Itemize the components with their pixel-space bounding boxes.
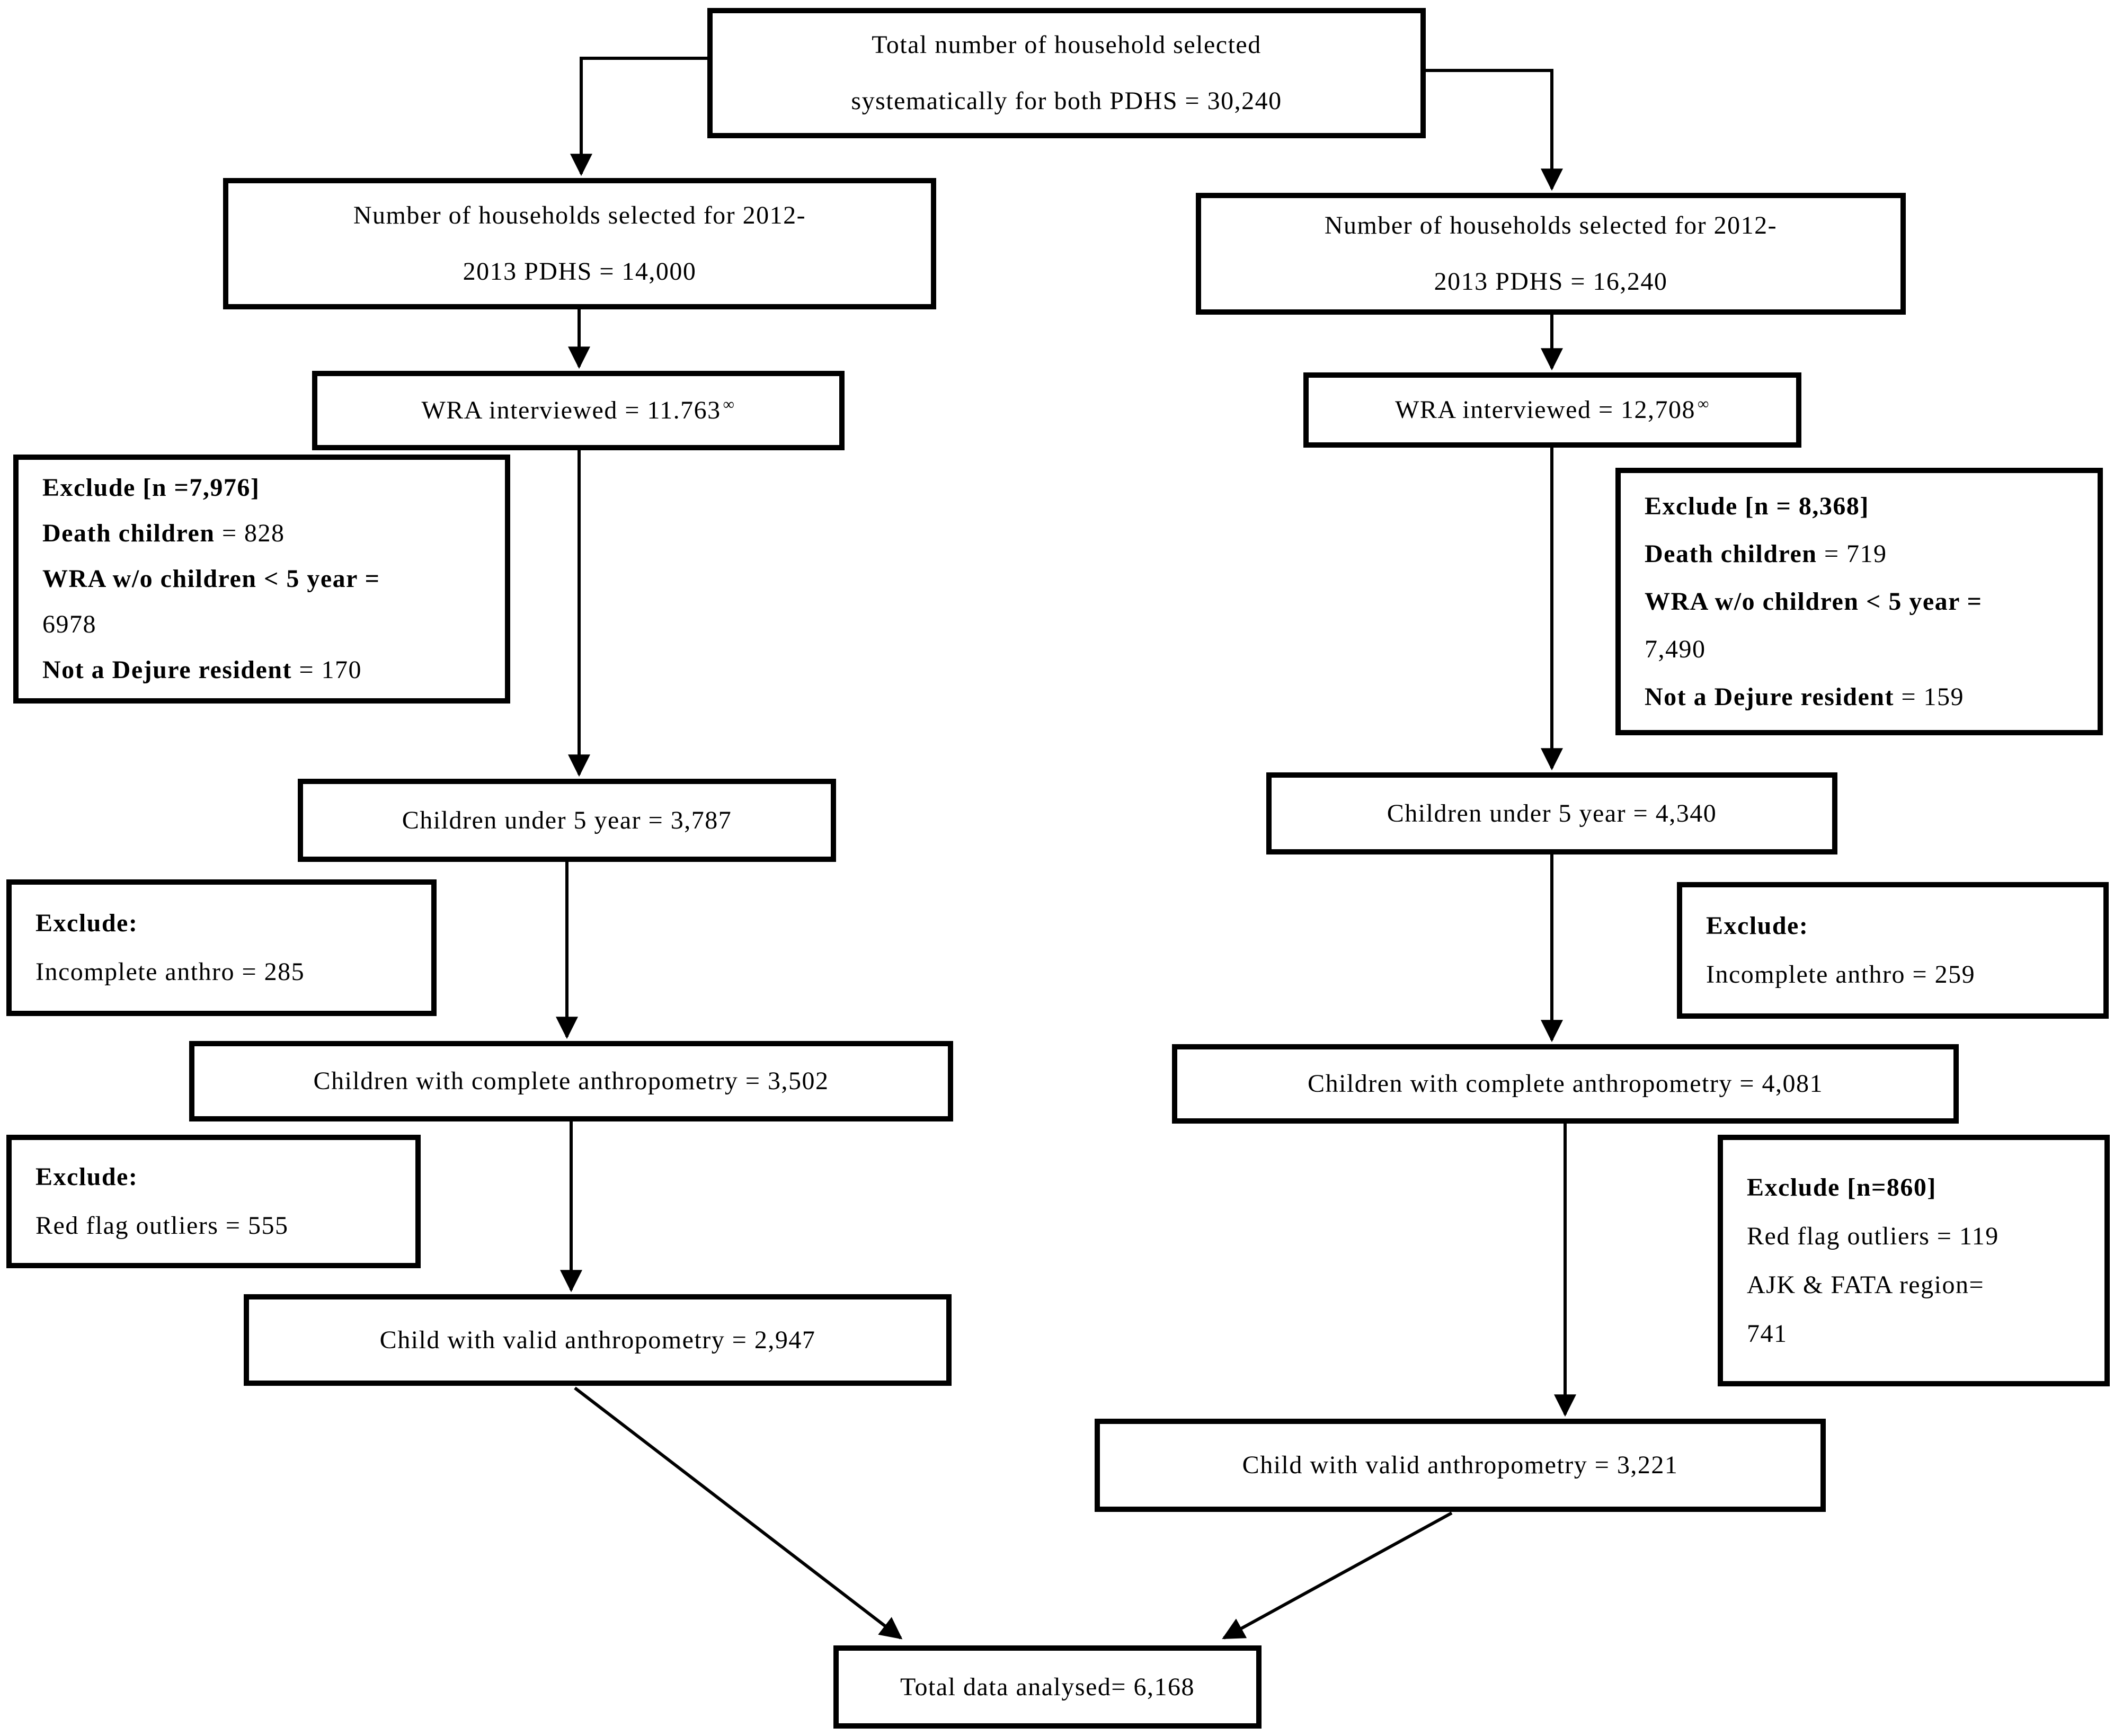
- box-line: Exclude [n = 8,368]: [1645, 492, 1869, 520]
- box-left-households-2012-2013: Number of households selected for 2012- …: [223, 178, 936, 309]
- box-line: Death children = 719: [1645, 539, 1887, 568]
- box-line: Number of households selected for 2012-: [353, 201, 806, 229]
- box-total-data-analysed: Total data analysed= 6,168: [833, 1645, 1262, 1729]
- box-line: systematically for both PDHS = 30,240: [851, 87, 1282, 115]
- box-right-exclude-wra: Exclude [n = 8,368] Death children = 719…: [1615, 468, 2103, 735]
- box-left-valid-anthropometry: Child with valid anthropometry = 2,947: [244, 1294, 952, 1386]
- box-right-exclude-red-flag-ajk-fata: Exclude [n=860] Red flag outliers = 119 …: [1718, 1135, 2110, 1386]
- box-line: WRA interviewed = 11.763∞: [421, 396, 735, 424]
- box-line: Children with complete anthropometry = 4…: [1308, 1070, 1823, 1098]
- box-line: Red flag outliers = 119: [1747, 1222, 1999, 1250]
- box-right-households-2012-2013: Number of households selected for 2012- …: [1196, 193, 1906, 315]
- arrow-left-valid-to-total: [574, 1386, 903, 1640]
- box-total-households-selected: Total number of household selected syste…: [707, 8, 1426, 138]
- box-line: Children with complete anthropometry = 3…: [313, 1067, 829, 1095]
- box-left-wra-interviewed: WRA interviewed = 11.763∞: [312, 371, 845, 450]
- box-right-valid-anthropometry: Child with valid anthropometry = 3,221: [1095, 1419, 1826, 1512]
- box-line: Children under 5 year = 4,340: [1387, 799, 1717, 827]
- box-left-exclude-incomplete-anthro: Exclude: Incomplete anthro = 285: [6, 879, 437, 1016]
- box-line: Death children = 828: [42, 519, 285, 547]
- infinity-superscript: ∞: [1698, 395, 1710, 413]
- box-line: Children under 5 year = 3,787: [402, 806, 732, 834]
- box-line: 2013 PDHS = 14,000: [463, 257, 697, 286]
- box-line: Exclude [n =7,976]: [42, 474, 260, 502]
- box-right-children-under-5: Children under 5 year = 4,340: [1266, 772, 1837, 854]
- box-line: 741: [1747, 1319, 1788, 1348]
- box-line: Exclude:: [35, 1163, 138, 1191]
- box-right-wra-interviewed: WRA interviewed = 12,708∞: [1303, 372, 1801, 448]
- box-line: Child with valid anthropometry = 3,221: [1242, 1451, 1678, 1479]
- arrow-right-valid-to-total: [1222, 1511, 1453, 1640]
- box-line: Total data analysed= 6,168: [900, 1672, 1195, 1701]
- arrow-top-to-left-households: [570, 57, 707, 176]
- box-right-exclude-incomplete-anthro: Exclude: Incomplete anthro = 259: [1677, 882, 2109, 1019]
- box-line: Not a Dejure resident = 159: [1645, 682, 1965, 711]
- box-line: WRA w/o children < 5 year =: [1645, 587, 1983, 616]
- box-right-complete-anthropometry: Children with complete anthropometry = 4…: [1172, 1044, 1959, 1124]
- box-line: Exclude:: [35, 909, 138, 937]
- box-line: Exclude [n=860]: [1747, 1173, 1937, 1201]
- box-line: 6978: [42, 610, 96, 638]
- box-line: Child with valid anthropometry = 2,947: [379, 1325, 816, 1354]
- box-line: WRA w/o children < 5 year =: [42, 565, 380, 593]
- arrow-top-to-right-households: [1426, 69, 1563, 191]
- box-line: Red flag outliers = 555: [35, 1212, 289, 1240]
- box-left-complete-anthropometry: Children with complete anthropometry = 3…: [189, 1041, 953, 1121]
- box-left-children-under-5: Children under 5 year = 3,787: [298, 779, 836, 862]
- box-left-exclude-red-flag: Exclude: Red flag outliers = 555: [6, 1135, 421, 1268]
- box-line: 7,490: [1645, 635, 1706, 663]
- infinity-superscript: ∞: [723, 396, 735, 413]
- box-line: Incomplete anthro = 285: [35, 958, 305, 986]
- box-line: 2013 PDHS = 16,240: [1434, 268, 1668, 296]
- box-line: Incomplete anthro = 259: [1706, 960, 1976, 989]
- box-line: WRA interviewed = 12,708∞: [1395, 395, 1710, 424]
- box-line: Not a Dejure resident = 170: [42, 656, 362, 684]
- box-line: Number of households selected for 2012-: [1324, 211, 1778, 239]
- box-line: Exclude:: [1706, 912, 1809, 940]
- box-line: AJK & FATA region=: [1747, 1270, 1985, 1299]
- box-line: Total number of household selected: [872, 31, 1262, 59]
- box-left-exclude-wra: Exclude [n =7,976] Death children = 828 …: [13, 455, 510, 704]
